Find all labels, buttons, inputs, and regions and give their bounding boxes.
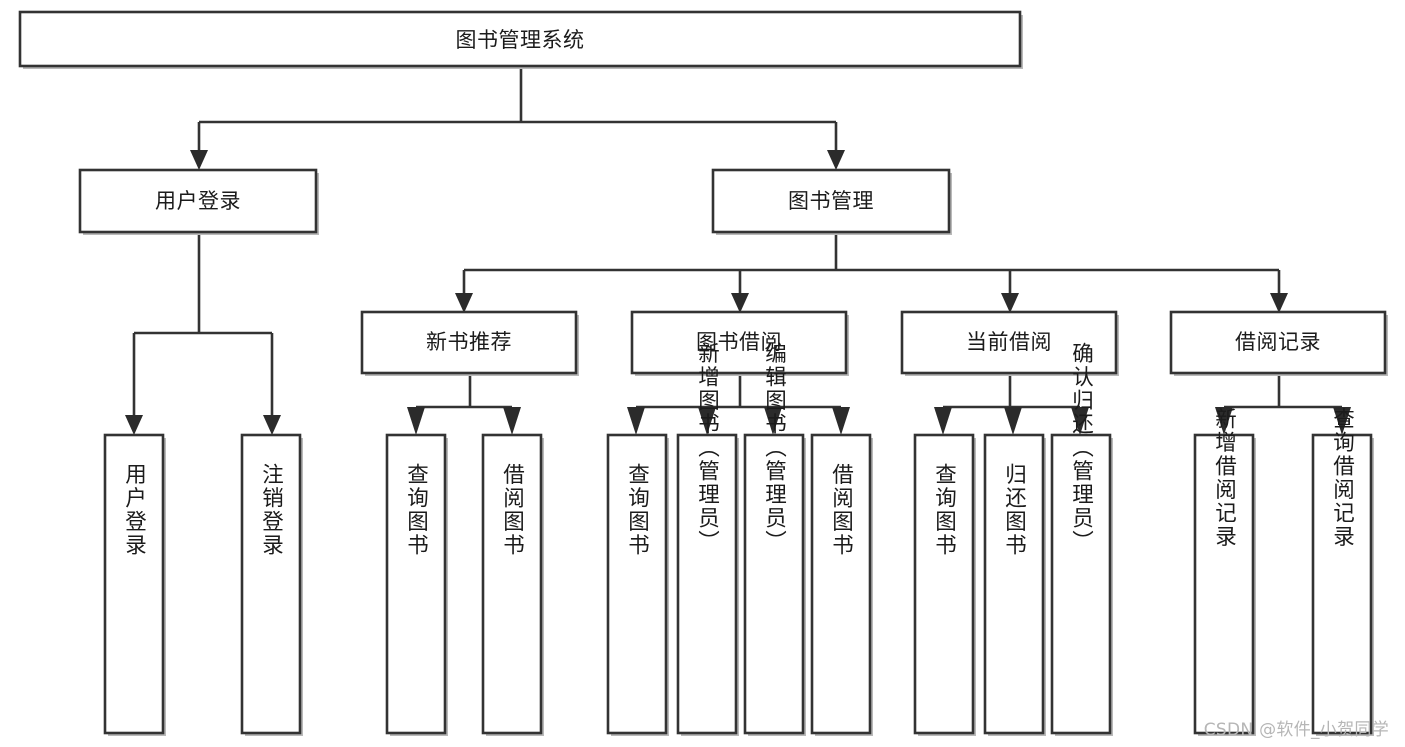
node-new-book-recommend-label: 新书推荐 [426, 330, 512, 354]
arrow-to-new-book-recommend [455, 293, 473, 313]
node-current-borrow-box [900, 310, 1118, 375]
arrow-root-to-book-mgmt [827, 150, 845, 170]
node-leaf-add-book-box [676, 433, 738, 735]
node-borrow-record[interactable]: 借阅记录 [1169, 310, 1388, 376]
node-leaf-query-book-3[interactable]: 查询图书 [913, 433, 976, 736]
arrow-to-leaf-user-login [125, 415, 143, 435]
node-leaf-confirm-return-label: 确认归还（管理员） [1069, 342, 1094, 554]
connector-layer [125, 69, 1351, 435]
node-leaf-query-book-3-box [913, 433, 975, 735]
node-leaf-add-book-label: 新增图书（管理员） [695, 342, 720, 554]
node-leaf-logout[interactable]: 注销登录 [240, 433, 303, 736]
node-book-borrow-box [630, 310, 848, 375]
node-borrow-record-box [1169, 310, 1387, 375]
arrow-to-leaf-return-book [1004, 407, 1022, 435]
arrow-to-leaf-confirm-return [1071, 407, 1089, 435]
node-leaf-return-book[interactable]: 归还图书 [983, 433, 1046, 736]
arrow-to-borrow-record [1270, 293, 1288, 313]
node-leaf-borrow-book-2-box [810, 433, 872, 735]
node-leaf-query-book-2[interactable]: 查询图书 [606, 433, 669, 736]
arrow-to-leaf-query-book-3 [934, 407, 952, 435]
node-leaf-query-record-label: 查询借阅记录 [1330, 407, 1355, 548]
node-leaf-query-book-1-label: 查询图书 [404, 463, 429, 557]
node-leaf-edit-book-box [743, 433, 805, 735]
node-book-management-label: 图书管理 [788, 189, 874, 213]
arrow-to-leaf-logout [263, 415, 281, 435]
node-user-login-box [78, 168, 318, 234]
node-book-borrow[interactable]: 图书借阅 [630, 310, 849, 376]
node-leaf-return-book-label: 归还图书 [1002, 463, 1027, 557]
node-leaf-add-record-box [1193, 433, 1255, 735]
node-current-borrow-label: 当前借阅 [966, 330, 1052, 354]
node-leaf-edit-book-label: 编辑图书（管理员） [762, 342, 787, 554]
node-leaf-add-record[interactable]: 新增借阅记录 [1193, 407, 1256, 736]
node-leaf-query-book-2-label: 查询图书 [625, 463, 650, 557]
node-root-box [18, 10, 1022, 68]
node-leaf-user-login-label: 用户登录 [122, 463, 147, 557]
node-borrow-record-label: 借阅记录 [1235, 330, 1321, 354]
arrow-to-leaf-add-record [1215, 407, 1233, 435]
node-leaf-borrow-book-1[interactable]: 借阅图书 [481, 433, 544, 736]
node-leaf-borrow-book-1-box [481, 433, 543, 735]
arrow-to-current-borrow [1001, 293, 1019, 313]
node-leaf-return-book-box [983, 433, 1045, 735]
node-leaf-user-login-box [103, 433, 165, 735]
node-leaf-query-book-3-label: 查询图书 [932, 463, 957, 557]
node-leaf-query-record[interactable]: 查询借阅记录 [1311, 407, 1374, 736]
arrow-to-book-borrow [731, 293, 749, 313]
node-leaf-query-book-1-box [385, 433, 447, 735]
node-leaf-edit-book[interactable]: 编辑图书（管理员） [743, 342, 806, 736]
node-leaf-borrow-book-2[interactable]: 借阅图书 [810, 433, 873, 736]
arrow-to-leaf-borrow-book-1 [503, 407, 521, 435]
node-root[interactable]: 图书管理系统 [18, 10, 1023, 69]
node-root-label: 图书管理系统 [456, 28, 585, 52]
node-leaf-query-book-2-box [606, 433, 668, 735]
node-user-login-label: 用户登录 [155, 189, 241, 213]
node-leaf-add-book[interactable]: 新增图书（管理员） [676, 342, 739, 736]
node-leaf-query-book-1[interactable]: 查询图书 [385, 433, 448, 736]
node-leaf-logout-label: 注销登录 [259, 463, 284, 557]
node-leaf-borrow-book-1-label: 借阅图书 [500, 463, 525, 557]
node-leaf-logout-box [240, 433, 302, 735]
node-book-management-box [711, 168, 951, 234]
arrow-root-to-user-login [190, 150, 208, 170]
node-current-borrow[interactable]: 当前借阅 [900, 310, 1119, 376]
node-user-login[interactable]: 用户登录 [78, 168, 319, 235]
node-leaf-borrow-book-2-label: 借阅图书 [829, 463, 854, 557]
arrow-to-leaf-borrow-book-2 [832, 407, 850, 435]
arrow-to-leaf-query-record [1333, 407, 1351, 435]
arrow-to-leaf-add-book [698, 407, 716, 435]
arrow-to-leaf-query-book-1 [407, 407, 425, 435]
node-leaf-user-login[interactable]: 用户登录 [103, 433, 166, 736]
arrow-to-leaf-query-book-2 [627, 407, 645, 435]
node-book-management[interactable]: 图书管理 [711, 168, 952, 235]
node-book-borrow-label: 图书借阅 [696, 330, 782, 354]
node-leaf-confirm-return[interactable]: 确认归还（管理员） [1050, 342, 1113, 736]
node-new-book-recommend-box [360, 310, 578, 375]
node-leaf-confirm-return-box [1050, 433, 1112, 735]
node-leaf-add-record-label: 新增借阅记录 [1212, 407, 1237, 548]
node-new-book-recommend[interactable]: 新书推荐 [360, 310, 579, 376]
node-leaf-query-record-box [1311, 433, 1373, 735]
arrow-to-leaf-edit-book [764, 407, 782, 435]
